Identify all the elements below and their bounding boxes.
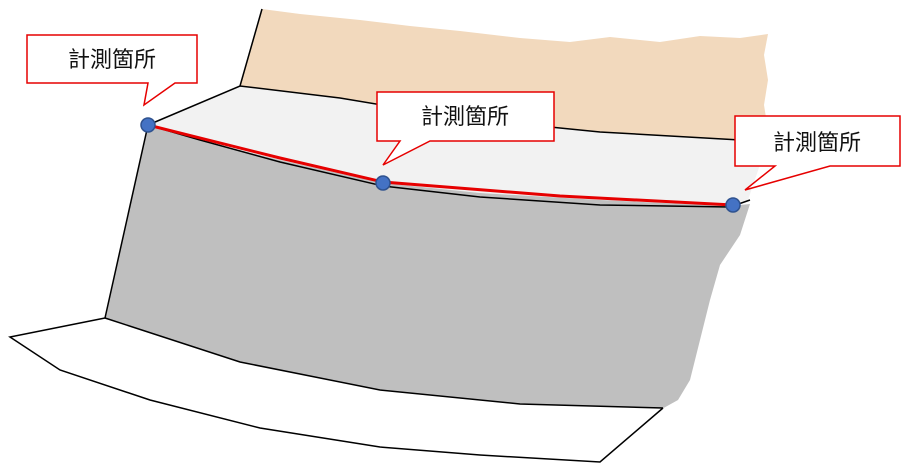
- callout-3: 計測箇所: [734, 115, 901, 191]
- outline-left-post: [239, 8, 263, 87]
- outline-left-edge: [104, 124, 149, 319]
- callout-1-box: [26, 34, 198, 107]
- callout-2: 計測箇所: [376, 91, 555, 166]
- callout-3-label: 計測箇所: [773, 131, 861, 156]
- callout-1-label: 計測箇所: [68, 48, 156, 73]
- outline-slab: [8, 317, 664, 463]
- measurement-point: [140, 117, 156, 133]
- top-surface: [148, 86, 765, 206]
- callout-1: 計測箇所: [26, 34, 198, 107]
- outline-face-top: [147, 124, 751, 208]
- callout-2-box: [376, 91, 555, 166]
- bottom-slab: [10, 318, 663, 462]
- callout-3-box: [734, 115, 901, 191]
- soil-region: [240, 9, 768, 150]
- wall-face: [105, 125, 750, 410]
- measurement-point: [725, 197, 741, 213]
- outline-face-bottom: [104, 317, 664, 409]
- measurement-point: [375, 175, 391, 191]
- callout-2-label: 計測箇所: [421, 105, 509, 130]
